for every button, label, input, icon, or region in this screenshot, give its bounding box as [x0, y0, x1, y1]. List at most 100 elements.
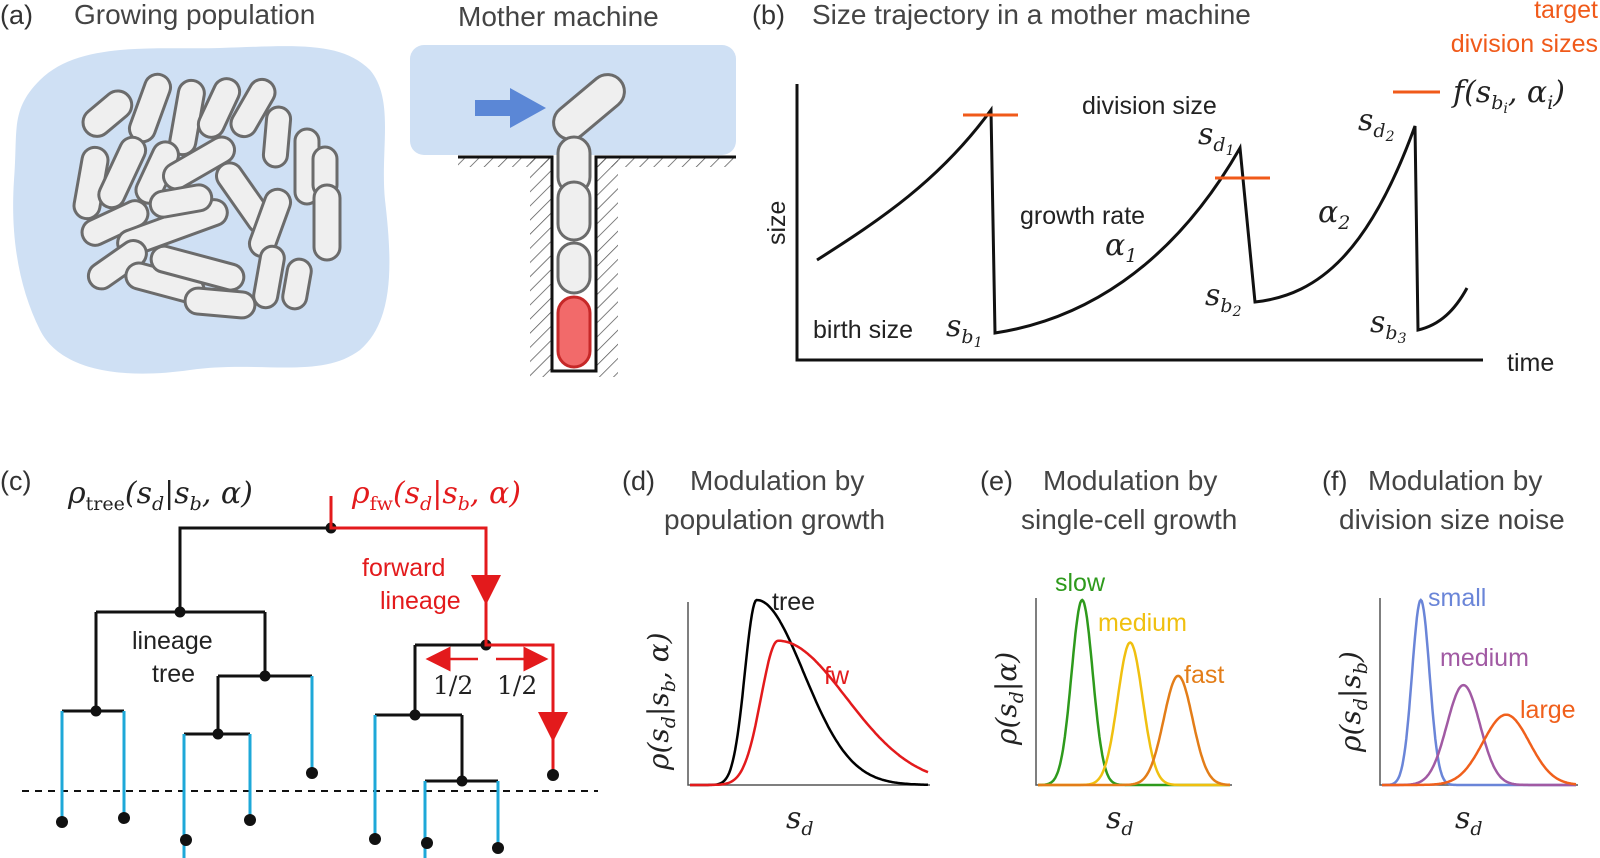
- sd2-label: sd2: [1358, 103, 1395, 145]
- forward-leaf-node: [547, 769, 559, 781]
- curve-tree: [690, 598, 929, 787]
- cell: [196, 77, 242, 139]
- curve-large: [1382, 713, 1577, 787]
- trap-cell: [556, 241, 592, 295]
- panel-d-xlabel: sd: [786, 801, 814, 840]
- panel-d: (d) Modulation by population growth ρ(sd…: [622, 465, 930, 840]
- cell: [281, 257, 313, 311]
- wall-left-column-hatch: [530, 157, 552, 377]
- escaping-cell: [552, 73, 626, 141]
- target-label-line1: target: [1534, 0, 1598, 24]
- rho-tree-label: ρtree(sd|sb, α): [67, 476, 253, 515]
- forward-label-2: lineage: [380, 587, 461, 615]
- population-cells: [72, 72, 342, 320]
- growth-rate-label: growth rate: [1020, 202, 1145, 230]
- tree-node: [174, 606, 186, 618]
- target-formula: f(sbi, αi): [1451, 75, 1565, 117]
- panel-f-title-2: division size noise: [1339, 504, 1565, 535]
- lineage-tree-label-2: tree: [152, 660, 195, 688]
- series-label-large: large: [1520, 696, 1576, 724]
- cell: [81, 89, 134, 138]
- birth-size-label: birth size: [813, 316, 913, 344]
- cell: [312, 183, 342, 262]
- panel-d-curves: [690, 598, 929, 787]
- sb1-label: sb1: [946, 309, 983, 351]
- leaf-node: [492, 842, 504, 854]
- sb2-label: sb2: [1205, 278, 1242, 320]
- leaf-node: [369, 833, 381, 845]
- series-label-small: small: [1428, 584, 1486, 612]
- cell: [261, 105, 293, 169]
- cell: [97, 135, 148, 210]
- leaf-node: [118, 812, 130, 824]
- cell: [161, 135, 237, 191]
- half-right-label: 1/2: [497, 671, 537, 700]
- panel-e-curves: [1038, 598, 1230, 787]
- tree-node: [456, 775, 468, 787]
- channel-outline: [458, 155, 736, 373]
- panel-e-xlabel: sd: [1106, 801, 1134, 840]
- rho-fw-label: ρfw(sd|sb, α): [351, 476, 521, 515]
- panel-b-xlabel: time: [1507, 349, 1554, 377]
- half-left-label: 1/2: [433, 671, 473, 700]
- forward-label-1: forward: [362, 554, 445, 582]
- panel-d-title-2: population growth: [664, 504, 885, 535]
- panel-f: (f) Modulation by division size noise ρ(…: [1322, 465, 1578, 840]
- panel-f-curves: [1382, 598, 1577, 787]
- curve-fw: [690, 639, 929, 787]
- panel-d-label: (d): [622, 466, 655, 496]
- panel-f-label: (f): [1322, 466, 1347, 496]
- lineage-tree: [56, 522, 504, 858]
- panel-a: (a) Growing population Mother machine: [0, 0, 736, 377]
- panel-a-title-population: Growing population: [74, 0, 315, 30]
- cell: [149, 244, 246, 292]
- alpha1-label: α1: [1105, 228, 1137, 267]
- leaf-node: [421, 837, 433, 849]
- panel-a-title-mother-machine: Mother machine: [458, 1, 659, 32]
- wall-right-hatch: [596, 157, 736, 167]
- cell: [148, 183, 214, 219]
- sb3-label: sb3: [1370, 305, 1407, 347]
- cell: [247, 187, 293, 259]
- leaf-node: [306, 767, 318, 779]
- series-label-fast: fast: [1184, 661, 1224, 689]
- leaf-node: [56, 816, 68, 828]
- forward-lineage: [329, 496, 568, 781]
- sd1-label: sd1: [1198, 117, 1235, 159]
- lineage-tree-label-1: lineage: [132, 627, 213, 655]
- panel-b-ylabel: size: [763, 201, 791, 245]
- division-size-label: division size: [1082, 92, 1217, 120]
- cell: [229, 77, 277, 139]
- panel-d-ylabel: ρ(sd|sb, α): [642, 632, 680, 771]
- flow-arrow: [475, 88, 546, 128]
- panel-e-label: (e): [980, 466, 1013, 496]
- panel-e-ylabel: ρ(sd|α): [990, 652, 1028, 746]
- tree-node: [212, 728, 224, 740]
- wall-right-column-hatch: [596, 157, 618, 377]
- cell: [252, 244, 286, 310]
- size-trajectory: [816, 105, 1469, 335]
- panel-e-title-1: Modulation by: [1043, 465, 1217, 496]
- series-label-medium: medium: [1098, 609, 1187, 637]
- leaf-node: [180, 834, 192, 846]
- tree-node: [409, 709, 421, 721]
- mother-machine: [410, 45, 736, 377]
- cell: [183, 286, 257, 320]
- wall-left-hatch: [458, 157, 550, 167]
- trap-cell: [556, 180, 592, 242]
- series-label-tree: tree: [772, 588, 815, 616]
- target-label-line2: division sizes: [1451, 30, 1598, 58]
- series-label-fw: fw: [824, 662, 850, 690]
- panel-c: (c) ρtree(sd|sb, α) ρfw(sd|sb, α): [0, 466, 598, 858]
- panel-f-xlabel: sd: [1455, 801, 1483, 840]
- tree-node: [259, 670, 271, 682]
- panel-a-label: (a): [0, 0, 33, 30]
- panel-e: (e) Modulation by single-cell growth ρ(s…: [980, 465, 1237, 840]
- alpha2-label: α2: [1318, 195, 1350, 234]
- curve-small: [1382, 598, 1576, 787]
- series-label-slow: slow: [1055, 569, 1106, 597]
- panel-d-title-1: Modulation by: [690, 465, 864, 496]
- panel-c-label: (c): [0, 466, 31, 496]
- panel-f-title-1: Modulation by: [1368, 465, 1542, 496]
